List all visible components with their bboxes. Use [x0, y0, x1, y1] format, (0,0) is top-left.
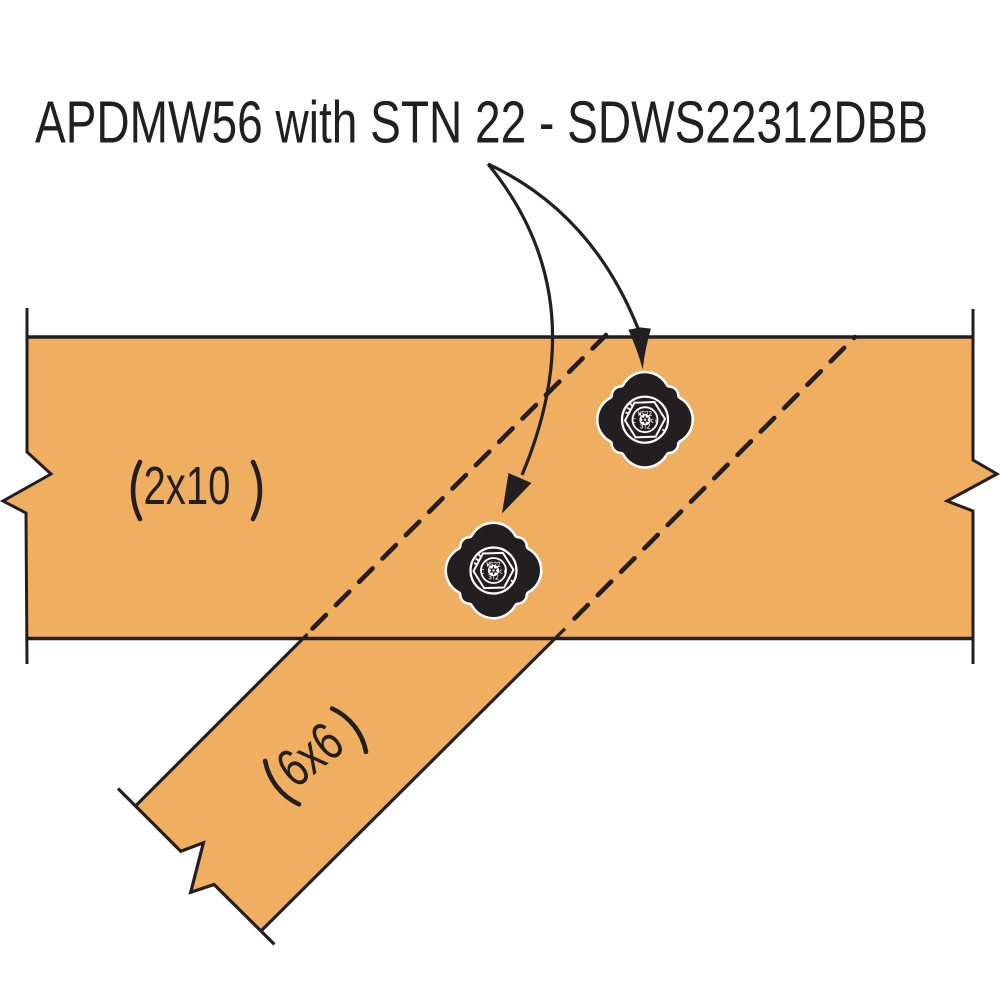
svg-text:2x10: 2x10 — [144, 456, 231, 516]
svg-text:APDMW56 with STN 22 - SDWS2231: APDMW56 with STN 22 - SDWS22312DBB — [35, 90, 928, 156]
